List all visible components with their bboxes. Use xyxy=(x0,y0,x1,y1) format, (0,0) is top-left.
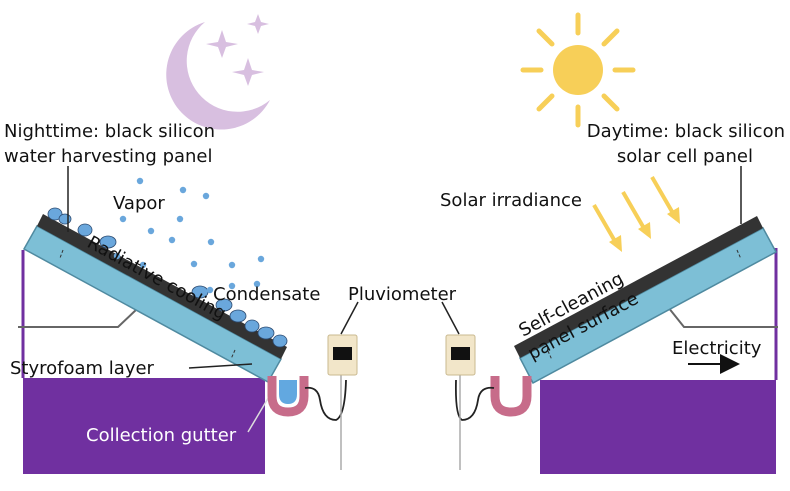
solar-irradiance-label: Solar irradiance xyxy=(440,190,582,211)
day-label-line2: solar cell panel xyxy=(617,146,753,167)
right-pluviometer xyxy=(445,334,476,470)
left-black-silicon-layer xyxy=(37,214,287,359)
sun-icon xyxy=(520,12,636,128)
condensate-droplets xyxy=(47,207,288,348)
condensate-label: Condensate xyxy=(213,284,320,305)
collection-gutter-label: Collection gutter xyxy=(86,425,237,446)
left-gutter-cable xyxy=(304,379,347,421)
night-label-line1: Nighttime: black silicon xyxy=(4,121,215,142)
day-label-line1: Daytime: black silicon xyxy=(587,121,785,142)
pluviometer-leader xyxy=(340,301,359,335)
right-gutter-tube xyxy=(490,376,532,417)
right-black-silicon-layer xyxy=(514,216,763,358)
vapor-label: Vapor xyxy=(113,193,165,214)
solar-irradiance-arrows xyxy=(592,175,680,252)
right-base xyxy=(540,380,776,474)
right-pluviometer-leader xyxy=(441,301,460,335)
night-label-line2: water harvesting panel xyxy=(4,146,213,167)
electricity-label: Electricity xyxy=(672,338,762,359)
star-icon xyxy=(206,14,269,86)
pluviometer-label: Pluviometer xyxy=(348,284,457,305)
styrofoam-label: Styrofoam layer xyxy=(10,358,155,379)
vapor-dots xyxy=(113,177,265,294)
left-base xyxy=(23,378,265,474)
left-stand-line xyxy=(18,307,139,328)
left-gutter-tube xyxy=(267,376,309,417)
styrofoam-leader xyxy=(188,363,253,369)
gutter-leader xyxy=(247,394,271,433)
left-panel-dashed xyxy=(59,249,64,259)
moon-icon xyxy=(166,22,270,130)
right-stand-line xyxy=(667,306,778,328)
right-styrofoam-panel xyxy=(518,226,778,385)
right-gutter-cable xyxy=(454,379,495,421)
left-pluviometer xyxy=(327,334,358,470)
